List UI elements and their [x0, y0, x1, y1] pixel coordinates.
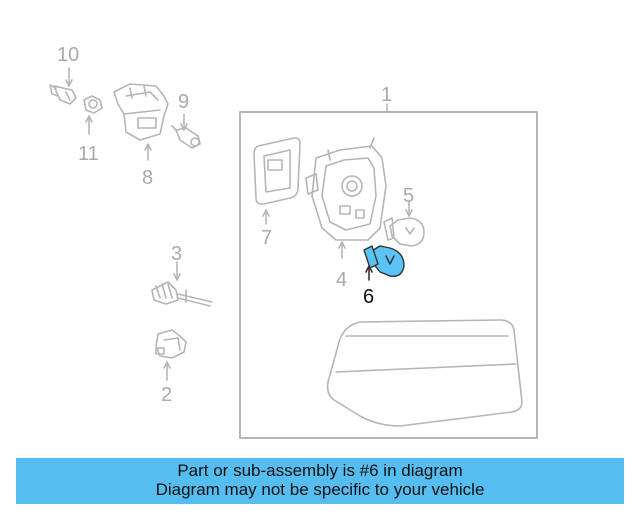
callout-2: 2: [161, 384, 173, 406]
part-7-gasket[interactable]: [253, 137, 301, 205]
callout-4: 4: [336, 269, 348, 291]
callout-10: 10: [57, 44, 80, 66]
assembly-frame: [239, 111, 538, 439]
part-10-push-pin[interactable]: [49, 84, 77, 105]
part-6-bulb-highlighted[interactable]: [363, 245, 405, 277]
part-8-bracket[interactable]: [113, 83, 169, 141]
part-5-bulb[interactable]: [383, 217, 425, 247]
part-9-screw[interactable]: [171, 125, 201, 149]
callout-11: 11: [78, 143, 99, 165]
part-4-socket-housing[interactable]: [305, 137, 387, 241]
callout-8: 8: [142, 167, 154, 189]
part-11-nut[interactable]: [83, 95, 103, 114]
callout-6: 6: [363, 286, 375, 308]
callout-9: 9: [178, 91, 190, 113]
lens-housing: [326, 319, 523, 427]
callout-7: 7: [261, 227, 273, 249]
callout-1: 1: [381, 84, 393, 106]
caption-line-1: Part or sub-assembly is #6 in diagram: [177, 461, 463, 480]
caption-line-2: Diagram may not be specific to your vehi…: [155, 480, 485, 499]
caption-bar: Part or sub-assembly is #6 in diagram Di…: [16, 458, 624, 504]
part-2-clip[interactable]: [155, 329, 187, 359]
callout-3: 3: [171, 243, 183, 265]
callout-5: 5: [403, 185, 415, 207]
part-3-socket-wire[interactable]: [151, 281, 213, 307]
